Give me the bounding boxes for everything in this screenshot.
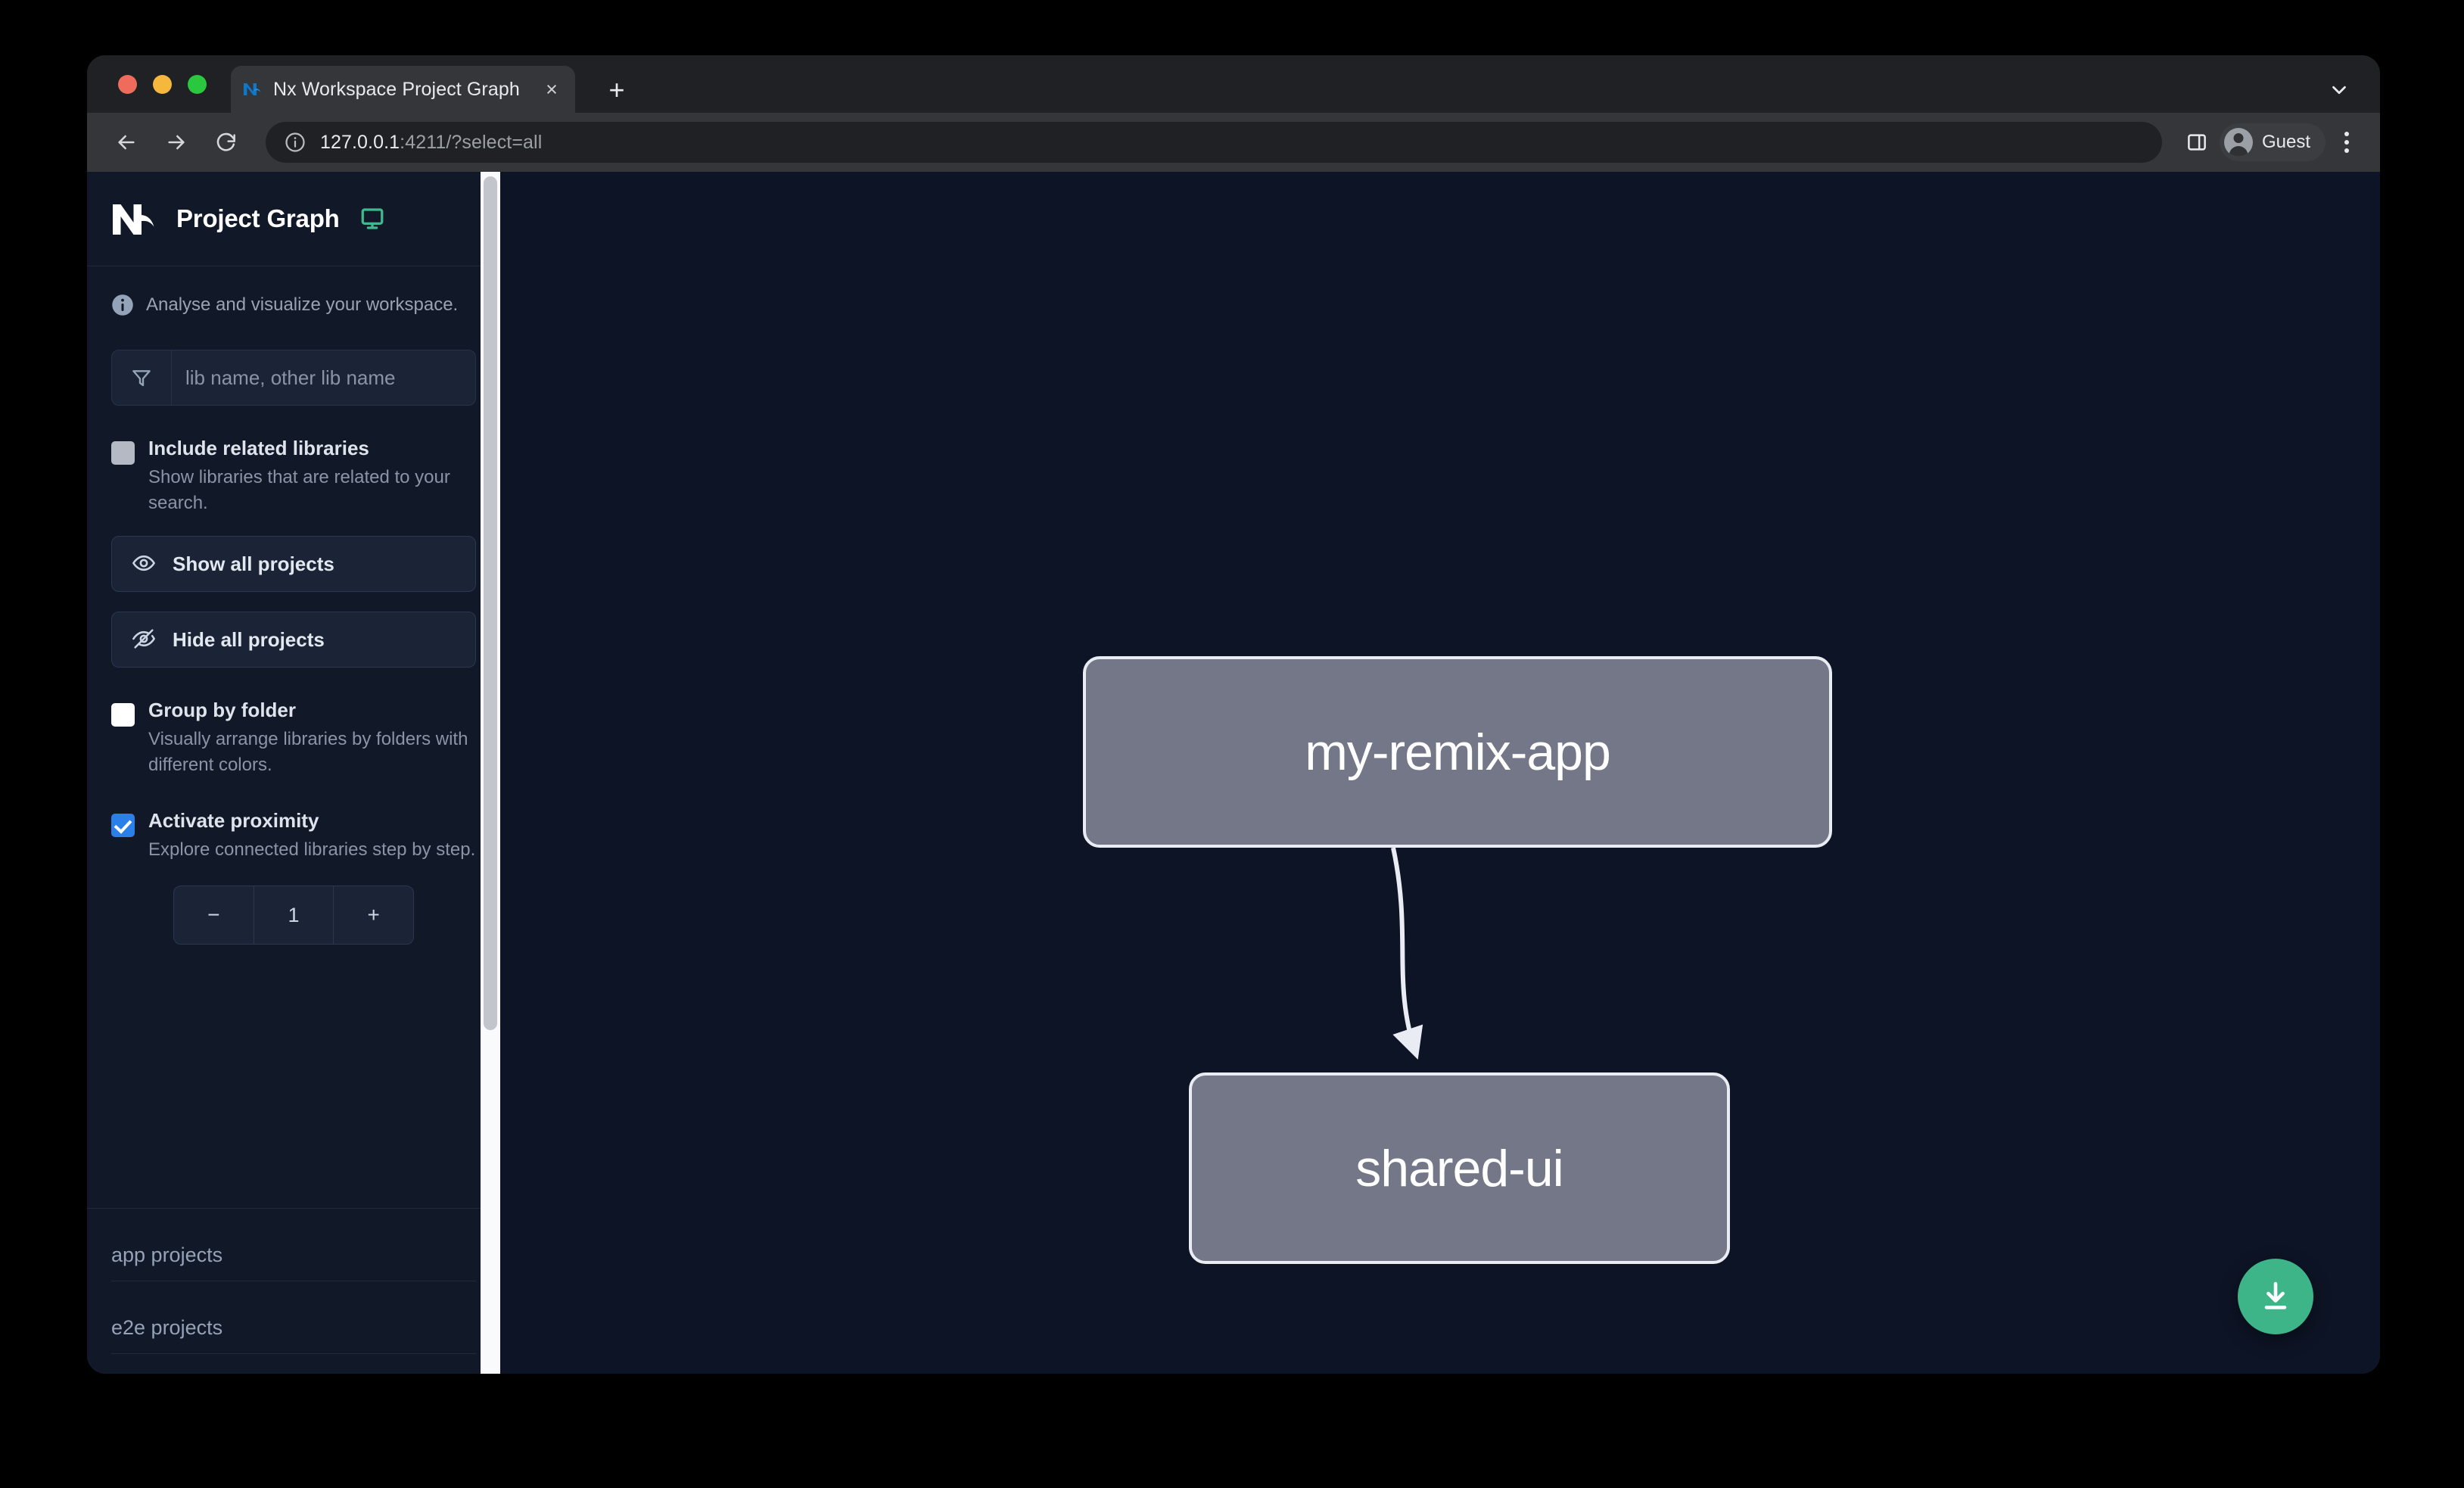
hide-all-projects-button[interactable]: Hide all projects xyxy=(111,612,476,668)
group-title: app projects xyxy=(111,1244,476,1281)
project-graph-canvas[interactable]: my-remix-app shared-ui xyxy=(500,172,2380,1374)
profile-chip[interactable]: Guest xyxy=(2219,123,2326,161)
option-label: Activate proximity xyxy=(148,809,319,833)
checkbox-include-related-libraries[interactable] xyxy=(111,441,135,465)
stepper-value: 1 xyxy=(253,886,334,945)
download-graph-button[interactable] xyxy=(2238,1259,2313,1334)
graph-node-my-remix-app[interactable]: my-remix-app xyxy=(1083,656,1832,848)
browser-tab[interactable]: Nx Workspace Project Graph × xyxy=(231,66,575,113)
back-icon[interactable] xyxy=(107,123,146,162)
option-include-related-libraries[interactable]: Include related libraries Show libraries… xyxy=(111,437,476,516)
show-all-projects-button[interactable]: Show all projects xyxy=(111,536,476,593)
proximity-stepper: − 1 + xyxy=(173,886,414,945)
new-tab-button[interactable]: + xyxy=(608,74,625,105)
close-tab-icon[interactable]: × xyxy=(546,77,558,101)
option-label: Group by folder xyxy=(148,699,296,722)
sidebar-groups: app projects e2e projects xyxy=(87,1208,500,1374)
hide-all-projects-label: Hide all projects xyxy=(173,627,325,651)
maximize-window-button[interactable] xyxy=(188,75,207,94)
profile-label: Guest xyxy=(2261,132,2310,152)
sidebar-scrollbar[interactable] xyxy=(481,172,500,1374)
minimize-window-button[interactable] xyxy=(153,75,172,94)
sidebar-body: Analyse and visualize your workspace. In… xyxy=(87,266,500,1208)
group-e2e-projects[interactable]: e2e projects xyxy=(111,1281,476,1354)
monitor-icon[interactable] xyxy=(359,206,385,232)
sidebar: Project Graph Analyse and visualize your… xyxy=(87,172,500,1374)
avatar xyxy=(2223,128,2253,157)
eye-off-icon xyxy=(132,627,157,652)
url-rest: :4211/?select=all xyxy=(400,131,543,153)
window-controls xyxy=(118,75,207,94)
filter-divider xyxy=(171,350,172,405)
option-description: Show libraries that are related to your … xyxy=(148,466,450,513)
stepper-decrement-button[interactable]: − xyxy=(207,903,220,927)
tab-title: Nx Workspace Project Graph xyxy=(273,78,520,100)
reload-icon[interactable] xyxy=(207,123,246,162)
group-app-projects[interactable]: app projects xyxy=(111,1209,476,1281)
option-group-by-folder[interactable]: Group by folder Visually arrange librari… xyxy=(111,699,476,778)
graph-node-shared-ui[interactable]: shared-ui xyxy=(1189,1072,1730,1264)
group-title: e2e projects xyxy=(111,1316,476,1354)
nx-logo-icon xyxy=(111,201,160,236)
checkbox-group-by-folder[interactable] xyxy=(111,703,135,727)
kebab-menu-icon[interactable] xyxy=(2330,124,2363,160)
close-window-button[interactable] xyxy=(118,75,137,94)
search-input[interactable] xyxy=(172,366,475,390)
page-title: Project Graph xyxy=(176,204,340,232)
page-content: Project Graph Analyse and visualize your… xyxy=(87,172,2380,1374)
eye-icon xyxy=(132,551,157,577)
graph-node-label: shared-ui xyxy=(1355,1139,1563,1197)
option-description: Explore connected libraries step by step… xyxy=(148,839,476,860)
scrollbar-thumb[interactable] xyxy=(484,176,497,1030)
url-host: 127.0.0.1 xyxy=(320,131,400,153)
info-circle-icon xyxy=(284,131,306,154)
show-all-projects-label: Show all projects xyxy=(173,552,334,575)
side-panel-icon[interactable] xyxy=(2179,124,2215,160)
option-label: Include related libraries xyxy=(148,437,369,459)
stepper-increment-button[interactable]: + xyxy=(367,903,380,927)
chevron-down-icon[interactable] xyxy=(2326,76,2353,104)
toolbar-actions: Guest xyxy=(2179,123,2380,161)
nx-favicon-icon xyxy=(241,78,264,101)
tab-strip: Nx Workspace Project Graph × + xyxy=(87,55,2380,113)
address-bar-url: 127.0.0.1:4211/?select=all xyxy=(320,132,542,154)
download-icon xyxy=(2264,1281,2287,1309)
funnel-icon xyxy=(129,366,154,389)
workspace-note: Analyse and visualize your workspace. xyxy=(111,294,476,316)
info-icon xyxy=(111,294,134,316)
graph-node-label: my-remix-app xyxy=(1305,723,1611,781)
option-activate-proximity[interactable]: Activate proximity Explore connected lib… xyxy=(111,809,476,863)
forward-icon[interactable] xyxy=(157,123,196,162)
checkbox-activate-proximity[interactable] xyxy=(111,814,135,838)
sidebar-header: Project Graph xyxy=(87,172,500,266)
address-bar[interactable]: 127.0.0.1:4211/?select=all xyxy=(266,122,2162,163)
workspace-note-text: Analyse and visualize your workspace. xyxy=(146,294,459,315)
option-description: Visually arrange libraries by folders wi… xyxy=(148,728,468,776)
browser-window: Nx Workspace Project Graph × + 127.0.0.1… xyxy=(87,55,2380,1374)
filter-field[interactable] xyxy=(111,350,476,406)
browser-toolbar: 127.0.0.1:4211/?select=all Guest xyxy=(87,113,2380,172)
